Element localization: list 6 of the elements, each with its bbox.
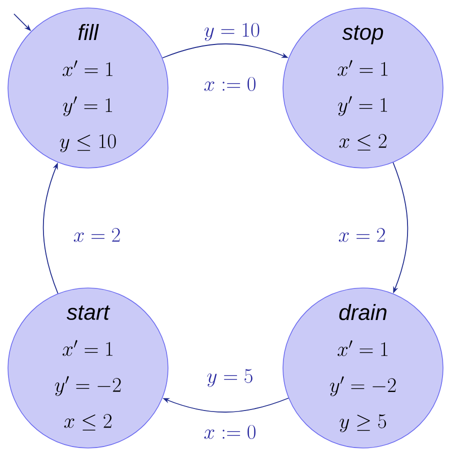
reset-label: $x := 0$ bbox=[202, 76, 258, 92]
edge-label: $x = 2$ bbox=[72, 227, 122, 243]
reset-label: $x := 0$ bbox=[202, 424, 258, 440]
edge-label: $x = 2$ bbox=[337, 227, 387, 243]
edge-label: $y = 5$ bbox=[206, 368, 254, 388]
edge-label: $y = 10$ bbox=[202, 22, 262, 42]
